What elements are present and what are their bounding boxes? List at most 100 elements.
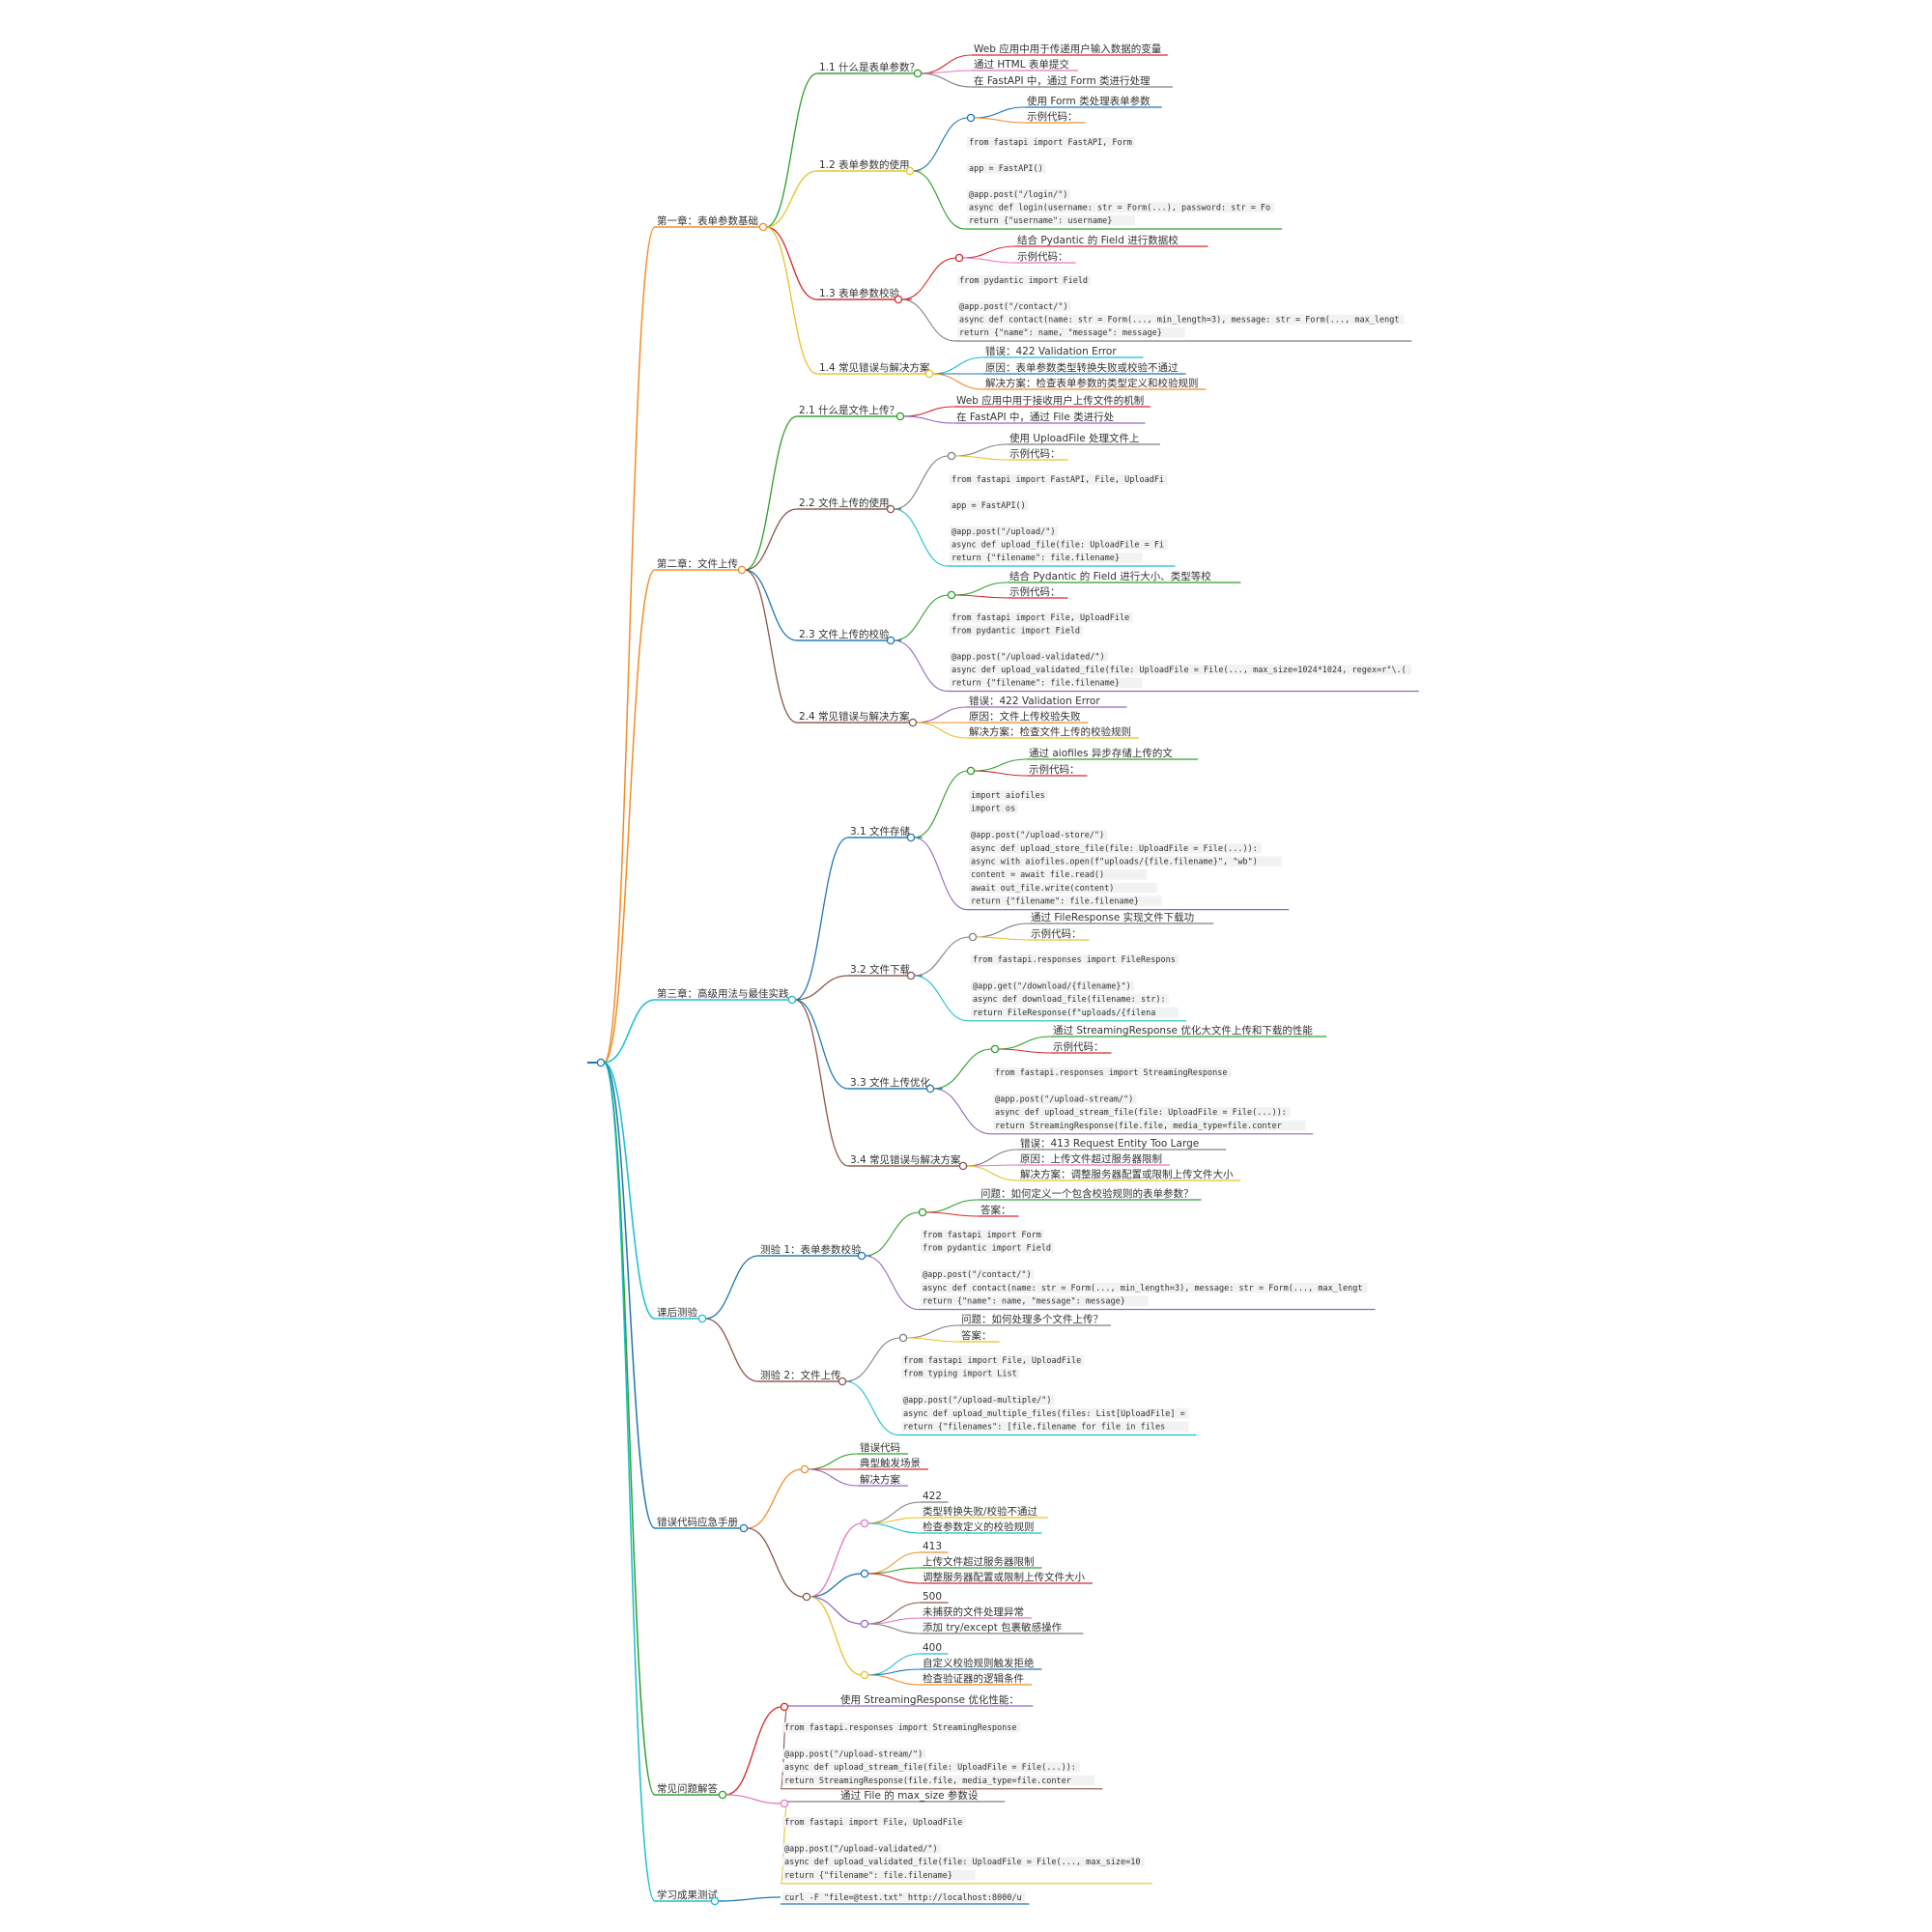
- leaf-item[interactable]: 通过 FileResponse 实现文件下载功: [1031, 911, 1194, 923]
- node-connector[interactable]: [886, 504, 895, 514]
- node-connector[interactable]: [906, 833, 916, 842]
- node-connector[interactable]: [966, 113, 976, 123]
- leaf-item[interactable]: 解决方案：调整服务器配置或限制上传文件大小: [1020, 1168, 1234, 1180]
- leaf-item[interactable]: 通过 aiofiles 异步存储上传的文: [1029, 747, 1173, 759]
- leaf-item[interactable]: 示例代码：: [1053, 1040, 1104, 1053]
- node-connector[interactable]: [906, 971, 916, 980]
- leaf-item[interactable]: 问题：如何定义一个包含校验规则的表单参数？: [980, 1187, 1194, 1200]
- node-connector[interactable]: [908, 718, 918, 727]
- section-c3s1[interactable]: 3.1 文件存储: [850, 825, 911, 838]
- section-c2s3[interactable]: 2.3 文件上传的校验: [799, 628, 890, 640]
- table-cell[interactable]: 检查验证器的逻辑条件: [923, 1672, 1024, 1685]
- node-connector[interactable]: [860, 1569, 869, 1578]
- leaf-item[interactable]: 解决方案：检查表单参数的类型定义和校验规则: [985, 377, 1199, 389]
- leaf-item[interactable]: 示例代码：: [1027, 110, 1078, 123]
- section-c1s1[interactable]: 1.1 什么是表单参数？: [819, 61, 920, 73]
- chapter-c3[interactable]: 第三章：高级用法与最佳实践: [657, 987, 789, 1000]
- node-connector[interactable]: [802, 1592, 811, 1602]
- table-cell[interactable]: 上传文件超过服务器限制: [923, 1555, 1035, 1568]
- chapter-c4[interactable]: 课后测验: [657, 1306, 697, 1319]
- table-cell[interactable]: 检查参数定义的校验规则: [923, 1520, 1035, 1533]
- node-connector[interactable]: [860, 1519, 869, 1528]
- chapter-c5[interactable]: 错误代码应急手册: [657, 1516, 738, 1528]
- node-connector[interactable]: [924, 369, 934, 379]
- leaf-item[interactable]: 使用 Form 类处理表单参数: [1027, 95, 1151, 107]
- node-connector[interactable]: [739, 1523, 749, 1533]
- leaf-item[interactable]: 示例代码：: [1029, 763, 1080, 776]
- chapter-c1[interactable]: 第一章：表单参数基础: [657, 214, 758, 227]
- node-connector[interactable]: [857, 1251, 867, 1261]
- node-connector[interactable]: [737, 565, 747, 575]
- node-connector[interactable]: [954, 253, 964, 263]
- table-header-cell[interactable]: 错误代码: [860, 1441, 900, 1454]
- leaf-item[interactable]: 示例代码：: [1009, 447, 1061, 460]
- table-cell[interactable]: 自定义校验规则触发拒绝: [923, 1657, 1035, 1669]
- section-c3s4[interactable]: 3.4 常见错误与解决方案: [850, 1153, 961, 1166]
- section-c4s1[interactable]: 测验 1：表单参数校验: [760, 1243, 862, 1256]
- section-c1s4[interactable]: 1.4 常见错误与解决方案: [819, 361, 930, 374]
- node-connector[interactable]: [918, 1208, 927, 1217]
- node-connector[interactable]: [990, 1044, 1000, 1054]
- leaf-item[interactable]: 通过 HTML 表单提交: [974, 58, 1069, 71]
- leaf-item[interactable]: 示例代码：: [1009, 585, 1061, 598]
- chapter-c6[interactable]: 常见问题解答: [657, 1782, 718, 1795]
- section-c3s3[interactable]: 3.3 文件上传优化: [850, 1076, 931, 1089]
- faq-item[interactable]: 通过 File 的 max_size 参数设: [840, 1789, 979, 1802]
- chapter-c7[interactable]: 学习成果测试: [657, 1889, 718, 1901]
- leaf-item[interactable]: 答案：: [980, 1204, 1011, 1216]
- faq-item[interactable]: 使用 StreamingResponse 优化性能：: [840, 1693, 1019, 1706]
- node-connector[interactable]: [780, 1799, 789, 1808]
- node-connector[interactable]: [886, 636, 895, 645]
- node-connector[interactable]: [860, 1670, 869, 1680]
- table-cell[interactable]: 调整服务器配置或限制上传文件大小: [923, 1571, 1085, 1583]
- node-connector[interactable]: [718, 1790, 727, 1800]
- node-connector[interactable]: [913, 69, 923, 78]
- leaf-item[interactable]: 结合 Pydantic 的 Field 进行数据校: [1017, 234, 1179, 246]
- section-c4s2[interactable]: 测验 2：文件上传: [760, 1369, 841, 1381]
- leaf-item[interactable]: 错误：422 Validation Error: [985, 345, 1117, 357]
- table-cell[interactable]: 添加 try/except 包裹敏感操作: [923, 1621, 1063, 1634]
- section-c2s1[interactable]: 2.1 什么是文件上传？: [799, 404, 899, 416]
- node-connector[interactable]: [898, 1333, 908, 1343]
- leaf-item[interactable]: 在 FastAPI 中，通过 File 类进行处: [956, 411, 1115, 423]
- leaf-item[interactable]: 原因：上传文件超过服务器限制: [1020, 1152, 1162, 1165]
- node-connector[interactable]: [697, 1314, 707, 1323]
- leaf-item[interactable]: 原因：表单参数类型转换失败或校验不通过: [985, 361, 1179, 374]
- leaf-item[interactable]: 示例代码：: [1017, 250, 1068, 263]
- node-connector[interactable]: [966, 766, 976, 776]
- node-connector[interactable]: [968, 932, 978, 942]
- table-cell[interactable]: 400: [923, 1642, 942, 1654]
- table-header-cell[interactable]: 解决方案: [860, 1473, 900, 1486]
- node-connector[interactable]: [758, 222, 768, 232]
- node-connector[interactable]: [787, 995, 797, 1005]
- section-c1s2[interactable]: 1.2 表单参数的使用: [819, 158, 910, 171]
- node-connector[interactable]: [838, 1377, 847, 1386]
- node-connector[interactable]: [925, 1084, 935, 1094]
- leaf-item[interactable]: 错误：422 Validation Error: [969, 695, 1100, 707]
- table-cell[interactable]: 类型转换失败/校验不通过: [923, 1505, 1038, 1518]
- node-connector[interactable]: [860, 1619, 869, 1629]
- leaf-item[interactable]: 错误：413 Request Entity Too Large: [1020, 1137, 1199, 1150]
- node-connector[interactable]: [895, 412, 905, 421]
- leaf-item[interactable]: 问题：如何处理多个文件上传？: [961, 1313, 1103, 1325]
- node-connector[interactable]: [894, 295, 903, 304]
- node-connector[interactable]: [947, 451, 956, 461]
- leaf-item[interactable]: 示例代码：: [1031, 927, 1082, 940]
- node-connector[interactable]: [947, 590, 956, 600]
- leaf-item[interactable]: 通过 StreamingResponse 优化大文件上传和下载的性能: [1053, 1024, 1313, 1037]
- node-connector[interactable]: [905, 166, 915, 176]
- table-header-cell[interactable]: 典型触发场景: [860, 1457, 921, 1469]
- leaf-item[interactable]: 解决方案：检查文件上传的校验规则: [969, 725, 1131, 738]
- leaf-item[interactable]: 使用 UploadFile 处理文件上: [1009, 432, 1140, 444]
- leaf-item[interactable]: 在 FastAPI 中，通过 Form 类进行处理: [974, 74, 1151, 87]
- leaf-item[interactable]: 答案：: [961, 1329, 992, 1342]
- section-c1s3[interactable]: 1.3 表单参数校验: [819, 287, 900, 299]
- leaf-item[interactable]: Web 应用中用于接收用户上传文件的机制: [956, 394, 1144, 407]
- section-c2s2[interactable]: 2.2 文件上传的使用: [799, 497, 890, 509]
- leaf-item[interactable]: 原因：文件上传校验失败: [969, 710, 1081, 723]
- section-c2s4[interactable]: 2.4 常见错误与解决方案: [799, 710, 910, 723]
- table-cell[interactable]: 未捕获的文件处理异常: [923, 1605, 1024, 1618]
- section-c3s2[interactable]: 3.2 文件下载: [850, 963, 911, 976]
- chapter-c2[interactable]: 第二章：文件上传: [657, 557, 738, 570]
- node-connector[interactable]: [800, 1464, 810, 1474]
